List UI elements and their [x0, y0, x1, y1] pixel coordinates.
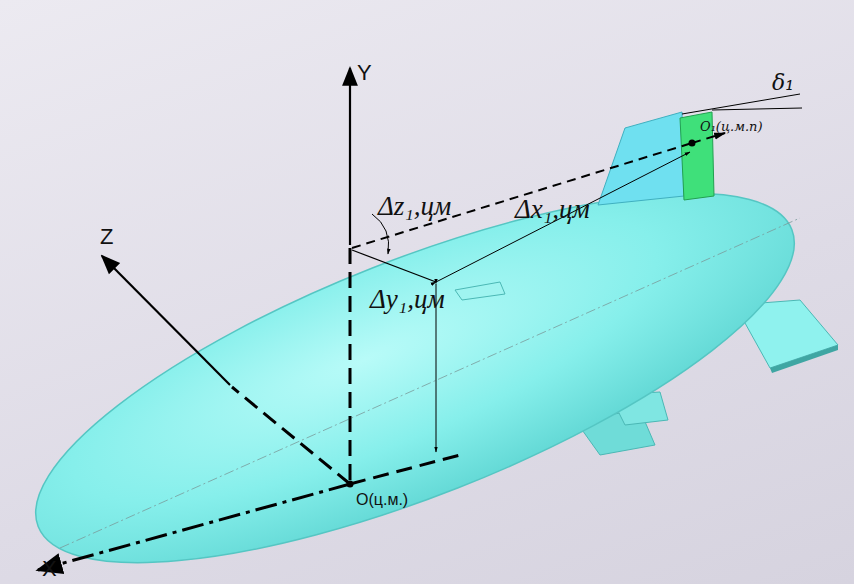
y-axis-dashed [349, 248, 352, 484]
axis-label: Z [100, 226, 113, 248]
deflection-line [712, 108, 802, 110]
dz-leader [372, 214, 389, 254]
point-label: O₁(ц.м.п) [700, 120, 763, 133]
deflection-line [682, 94, 800, 114]
hull-axis [60, 218, 800, 548]
origin-point [347, 481, 354, 488]
point-label: O(ц.м.) [356, 492, 408, 508]
offset-dashed [352, 143, 692, 248]
z-axis-dashed [232, 387, 350, 484]
top-small-fin [455, 282, 505, 300]
dz-dimension [352, 250, 436, 282]
fin-edge [770, 345, 838, 373]
dx-dimension [436, 152, 690, 282]
dimension-label: Δy₁,цм [370, 286, 445, 313]
z-axis [102, 256, 230, 385]
axis-label: Y [357, 62, 372, 84]
offset-dashed [350, 455, 460, 484]
dimension-label: Δx₁,цм [515, 196, 590, 223]
fin-mass-point [689, 140, 696, 147]
axis-label: X [42, 558, 57, 580]
x-axis-dashed [38, 484, 350, 570]
angle-label: δ₁ [772, 72, 794, 94]
offset-dashed [692, 133, 725, 143]
dimension-label: Δz₁,цм [378, 193, 451, 220]
y-axis [349, 68, 351, 245]
